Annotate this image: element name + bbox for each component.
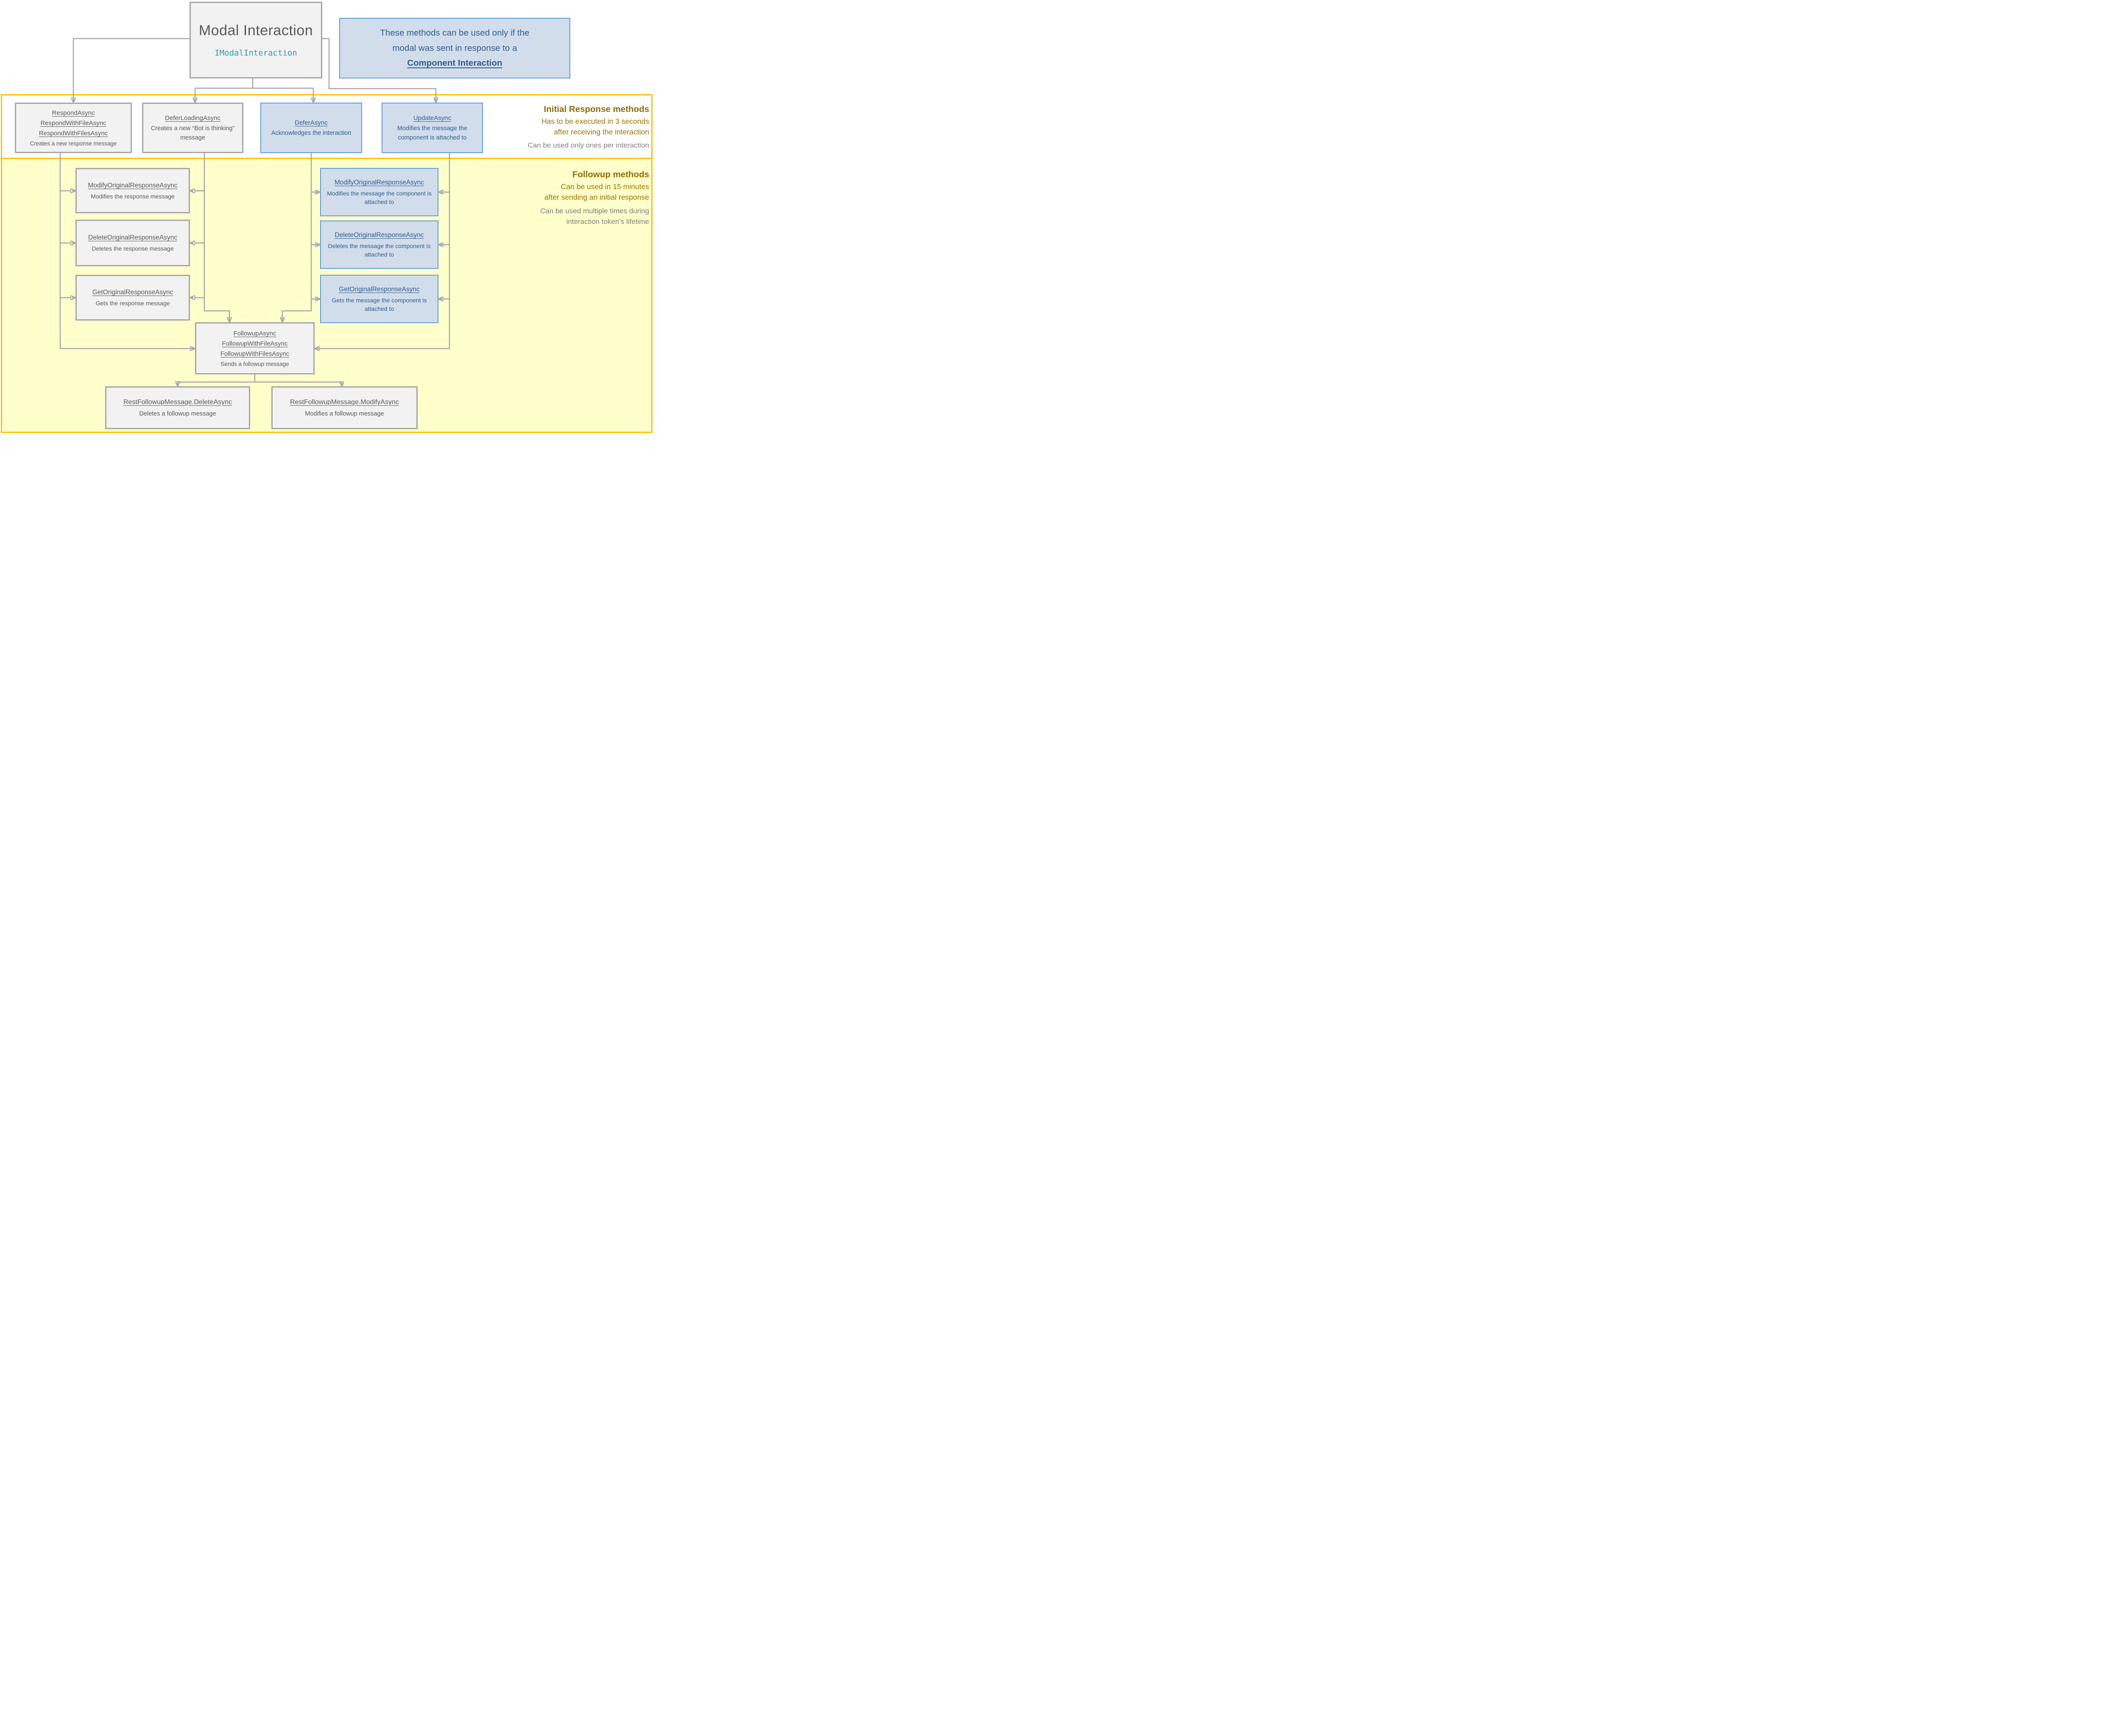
get-original-response-link[interactable]: GetOriginalResponseAsync: [92, 289, 173, 296]
followup-connectors: [59, 153, 450, 349]
modify-original-response-link[interactable]: ModifyOriginalResponseAsync: [88, 181, 178, 189]
followup-with-files-async-link[interactable]: FollowupWithFilesAsync: [220, 350, 290, 357]
delete-original-response-component-link[interactable]: DeleteOriginalResponseAsync: [335, 232, 424, 239]
update-async-box: UpdateAsync Modifies the message the com…: [382, 103, 483, 153]
followup-note-line-3: Can be used multiple times during: [540, 207, 649, 215]
connector-lines: [59, 38, 450, 434]
followup-heading: Followup methods: [572, 170, 649, 179]
rest-followup-modify-desc: Modifies a followup message: [305, 410, 384, 418]
modal-interaction-box: Modal Interaction IModalInteraction: [190, 2, 322, 78]
respond-async-link[interactable]: RespondAsync: [52, 109, 95, 117]
update-async-link[interactable]: UpdateAsync: [413, 114, 452, 122]
modify-original-response-component-box: ModifyOriginalResponseAsync Modifies the…: [320, 168, 438, 216]
defer-async-desc: Acknowledges the interaction: [271, 129, 351, 137]
defer-loading-async-desc: Creates a new “Bot is thinking” message: [151, 125, 235, 141]
initial-note-line-3: Can be used only ones per interaction: [527, 141, 649, 149]
get-original-response-component-box: GetOriginalResponseAsync Gets the messag…: [320, 275, 438, 323]
delete-original-response-component-box: DeleteOriginalResponseAsync Deletes the …: [320, 220, 438, 269]
followup-note-line-2: after sending an initial response: [544, 193, 649, 202]
followup-with-file-async-link[interactable]: FollowupWithFileAsync: [222, 340, 288, 347]
note-line-1: These methods can be used only if the: [380, 28, 530, 38]
respond-async-box: RespondAsync RespondWithFileAsync Respon…: [15, 103, 132, 153]
rest-followup-delete-box: RestFollowupMessage.DeleteAsync Deletes …: [105, 386, 250, 429]
followup-annotation: Followup methods Can be used in 15 minut…: [471, 170, 649, 227]
component-interaction-note: These methods can be used only if the mo…: [339, 18, 570, 78]
followup-note-line-4: interaction token’s lifetime: [566, 218, 649, 226]
followup-async-desc: Sends a followup message: [220, 360, 289, 367]
rest-followup-modify-link[interactable]: RestFollowupMessage.ModifyAsync: [290, 398, 399, 406]
component-interaction-link[interactable]: Component Interaction: [407, 58, 502, 68]
rest-followup-delete-desc: Deletes a followup message: [139, 410, 216, 418]
delete-original-response-box: DeleteOriginalResponseAsync Deletes the …: [75, 220, 190, 266]
update-async-desc: Modifies the message the component is at…: [397, 125, 468, 141]
defer-loading-async-link[interactable]: DeferLoadingAsync: [165, 114, 220, 122]
note-line-2: modal was sent in response to a: [392, 43, 517, 53]
modify-original-response-component-link[interactable]: ModifyOriginalResponseAsync: [334, 179, 424, 187]
followup-async-link[interactable]: FollowupAsync: [233, 329, 276, 337]
rest-followup-modify-box: RestFollowupMessage.ModifyAsync Modifies…: [271, 386, 418, 429]
respond-with-file-async-link[interactable]: RespondWithFileAsync: [40, 119, 106, 127]
delete-original-response-desc: Deletes the response message: [92, 245, 174, 252]
bottom-connectors: [178, 374, 342, 386]
get-original-response-component-desc: Gets the message the component is attach…: [332, 297, 427, 313]
initial-response-annotation: Initial Response methods Has to be execu…: [471, 104, 649, 151]
defer-loading-async-box: DeferLoadingAsync Creates a new “Bot is …: [142, 103, 243, 153]
modify-original-response-desc: Modifies the response message: [91, 193, 175, 200]
get-original-response-component-link[interactable]: GetOriginalResponseAsync: [339, 286, 420, 293]
modal-interaction-title: Modal Interaction: [198, 22, 313, 39]
imodalinteraction-label: IModalInteraction: [215, 48, 297, 58]
modify-original-response-box: ModifyOriginalResponseAsync Modifies the…: [75, 168, 190, 213]
respond-async-desc: Creates a new response message: [30, 140, 117, 147]
delete-original-response-link[interactable]: DeleteOriginalResponseAsync: [88, 234, 178, 242]
delete-original-response-component-desc: Deletes the message the component is att…: [328, 243, 431, 258]
rest-followup-delete-link[interactable]: RestFollowupMessage.DeleteAsync: [123, 398, 232, 406]
followup-note-line-1: Can be used in 15 minutes: [561, 182, 649, 191]
initial-note-line-2: after receiving the interaction: [554, 128, 649, 137]
diagram-canvas: Modal Interaction IModalInteraction Thes…: [0, 0, 653, 434]
followup-async-box: FollowupAsync FollowupWithFileAsync Foll…: [195, 322, 315, 374]
defer-async-box: DeferAsync Acknowledges the interaction: [260, 103, 362, 153]
modify-original-response-component-desc: Modifies the message the component is at…: [327, 190, 432, 206]
initial-note-line-1: Has to be executed in 3 seconds: [541, 117, 649, 126]
get-original-response-box: GetOriginalResponseAsync Gets the respon…: [75, 275, 190, 321]
get-original-response-desc: Gets the response message: [95, 300, 170, 307]
defer-async-link[interactable]: DeferAsync: [295, 119, 328, 126]
respond-with-files-async-link[interactable]: RespondWithFilesAsync: [39, 129, 108, 137]
initial-response-heading: Initial Response methods: [544, 104, 649, 114]
top-connectors: [73, 38, 436, 103]
